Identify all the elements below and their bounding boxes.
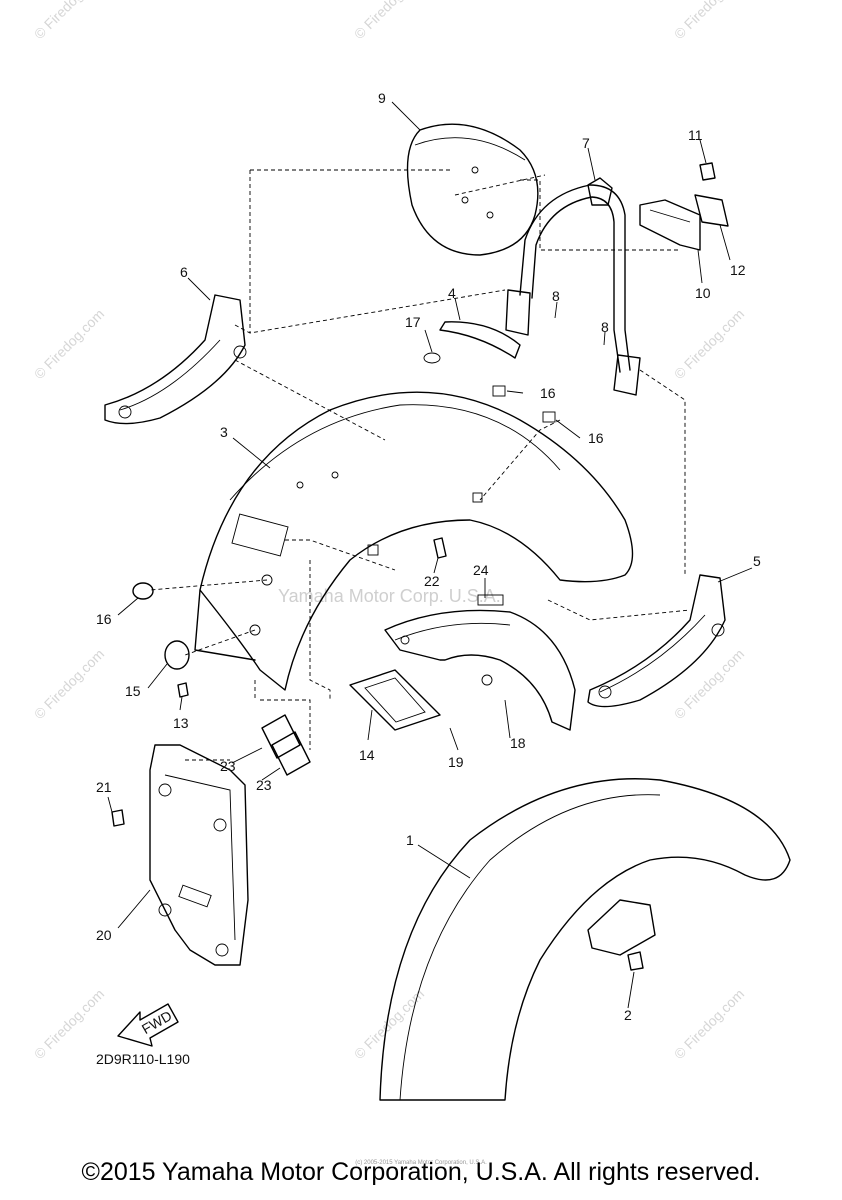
callout-23b: 23 (256, 777, 272, 793)
fwd-label: FWD (139, 1007, 175, 1037)
watermark: © Firedog.com (351, 986, 427, 1062)
watermark: © Firedog.com (31, 646, 107, 722)
callouts: 9 7 11 12 10 8 8 6 4 17 16 16 3 5 22 24 … (96, 90, 761, 1067)
part-right-sidebar (587, 574, 726, 708)
callout-6: 6 (180, 264, 188, 280)
part-reflector (349, 669, 441, 731)
watermark: © Firedog.com (351, 0, 427, 42)
copyright-small: (c) 2005-2015 Yamaha Motor Corporation, … (355, 1160, 487, 1166)
part-bracket (639, 162, 729, 251)
part-license-bracket (111, 744, 249, 966)
watermark: © Firedog.com (671, 986, 747, 1062)
part-pads (261, 714, 311, 776)
part-left-sidebar (104, 294, 247, 425)
callout-23a: 23 (220, 758, 236, 774)
part-front-fender (379, 778, 791, 1101)
callout-10: 10 (695, 285, 711, 301)
callout-5: 5 (753, 553, 761, 569)
callout-4: 4 (448, 285, 456, 301)
callout-16b: 16 (588, 430, 604, 446)
part-mudguard-bracket (384, 594, 576, 731)
callout-2: 2 (624, 1007, 632, 1023)
leader-lines (107, 101, 753, 1009)
watermark: © Firedog.com (671, 306, 747, 382)
copyright: ©2015 Yamaha Motor Corporation, U.S.A. A… (81, 1158, 761, 1186)
callout-18: 18 (510, 735, 526, 751)
part-backrest-bar (505, 177, 641, 396)
callout-15: 15 (125, 683, 141, 699)
callout-8a: 8 (552, 288, 560, 304)
diagram-code: 2D9R110-L190 (96, 1051, 190, 1067)
callout-22: 22 (424, 573, 440, 589)
watermark: © Firedog.com (671, 0, 747, 42)
callout-14: 14 (359, 747, 375, 763)
part-rear-fender (194, 391, 634, 691)
watermark: © Firedog.com (671, 646, 747, 722)
callout-16a: 16 (540, 385, 556, 401)
callout-3: 3 (220, 424, 228, 440)
callout-13: 13 (173, 715, 189, 731)
callout-12: 12 (730, 262, 746, 278)
callout-19: 19 (448, 754, 464, 770)
alignment-lines (149, 169, 691, 761)
part-backrest-pad (406, 123, 539, 256)
watermark: © Firedog.com (31, 0, 107, 42)
callout-17: 17 (405, 314, 421, 330)
callout-16c: 16 (96, 611, 112, 627)
callout-9: 9 (378, 90, 386, 106)
callout-8b: 8 (601, 319, 609, 335)
callout-11: 11 (688, 127, 703, 143)
callout-21: 21 (96, 779, 112, 795)
callout-24: 24 (473, 562, 489, 578)
watermark: © Firedog.com (31, 306, 107, 382)
callout-7: 7 (582, 135, 590, 151)
fwd-arrow: FWD (117, 1003, 179, 1047)
callout-20: 20 (96, 927, 112, 943)
part-small-items (132, 321, 556, 698)
callout-1: 1 (406, 832, 414, 848)
watermark-yamaha: Yamaha Motor Corp. U.S.A. (278, 586, 501, 606)
